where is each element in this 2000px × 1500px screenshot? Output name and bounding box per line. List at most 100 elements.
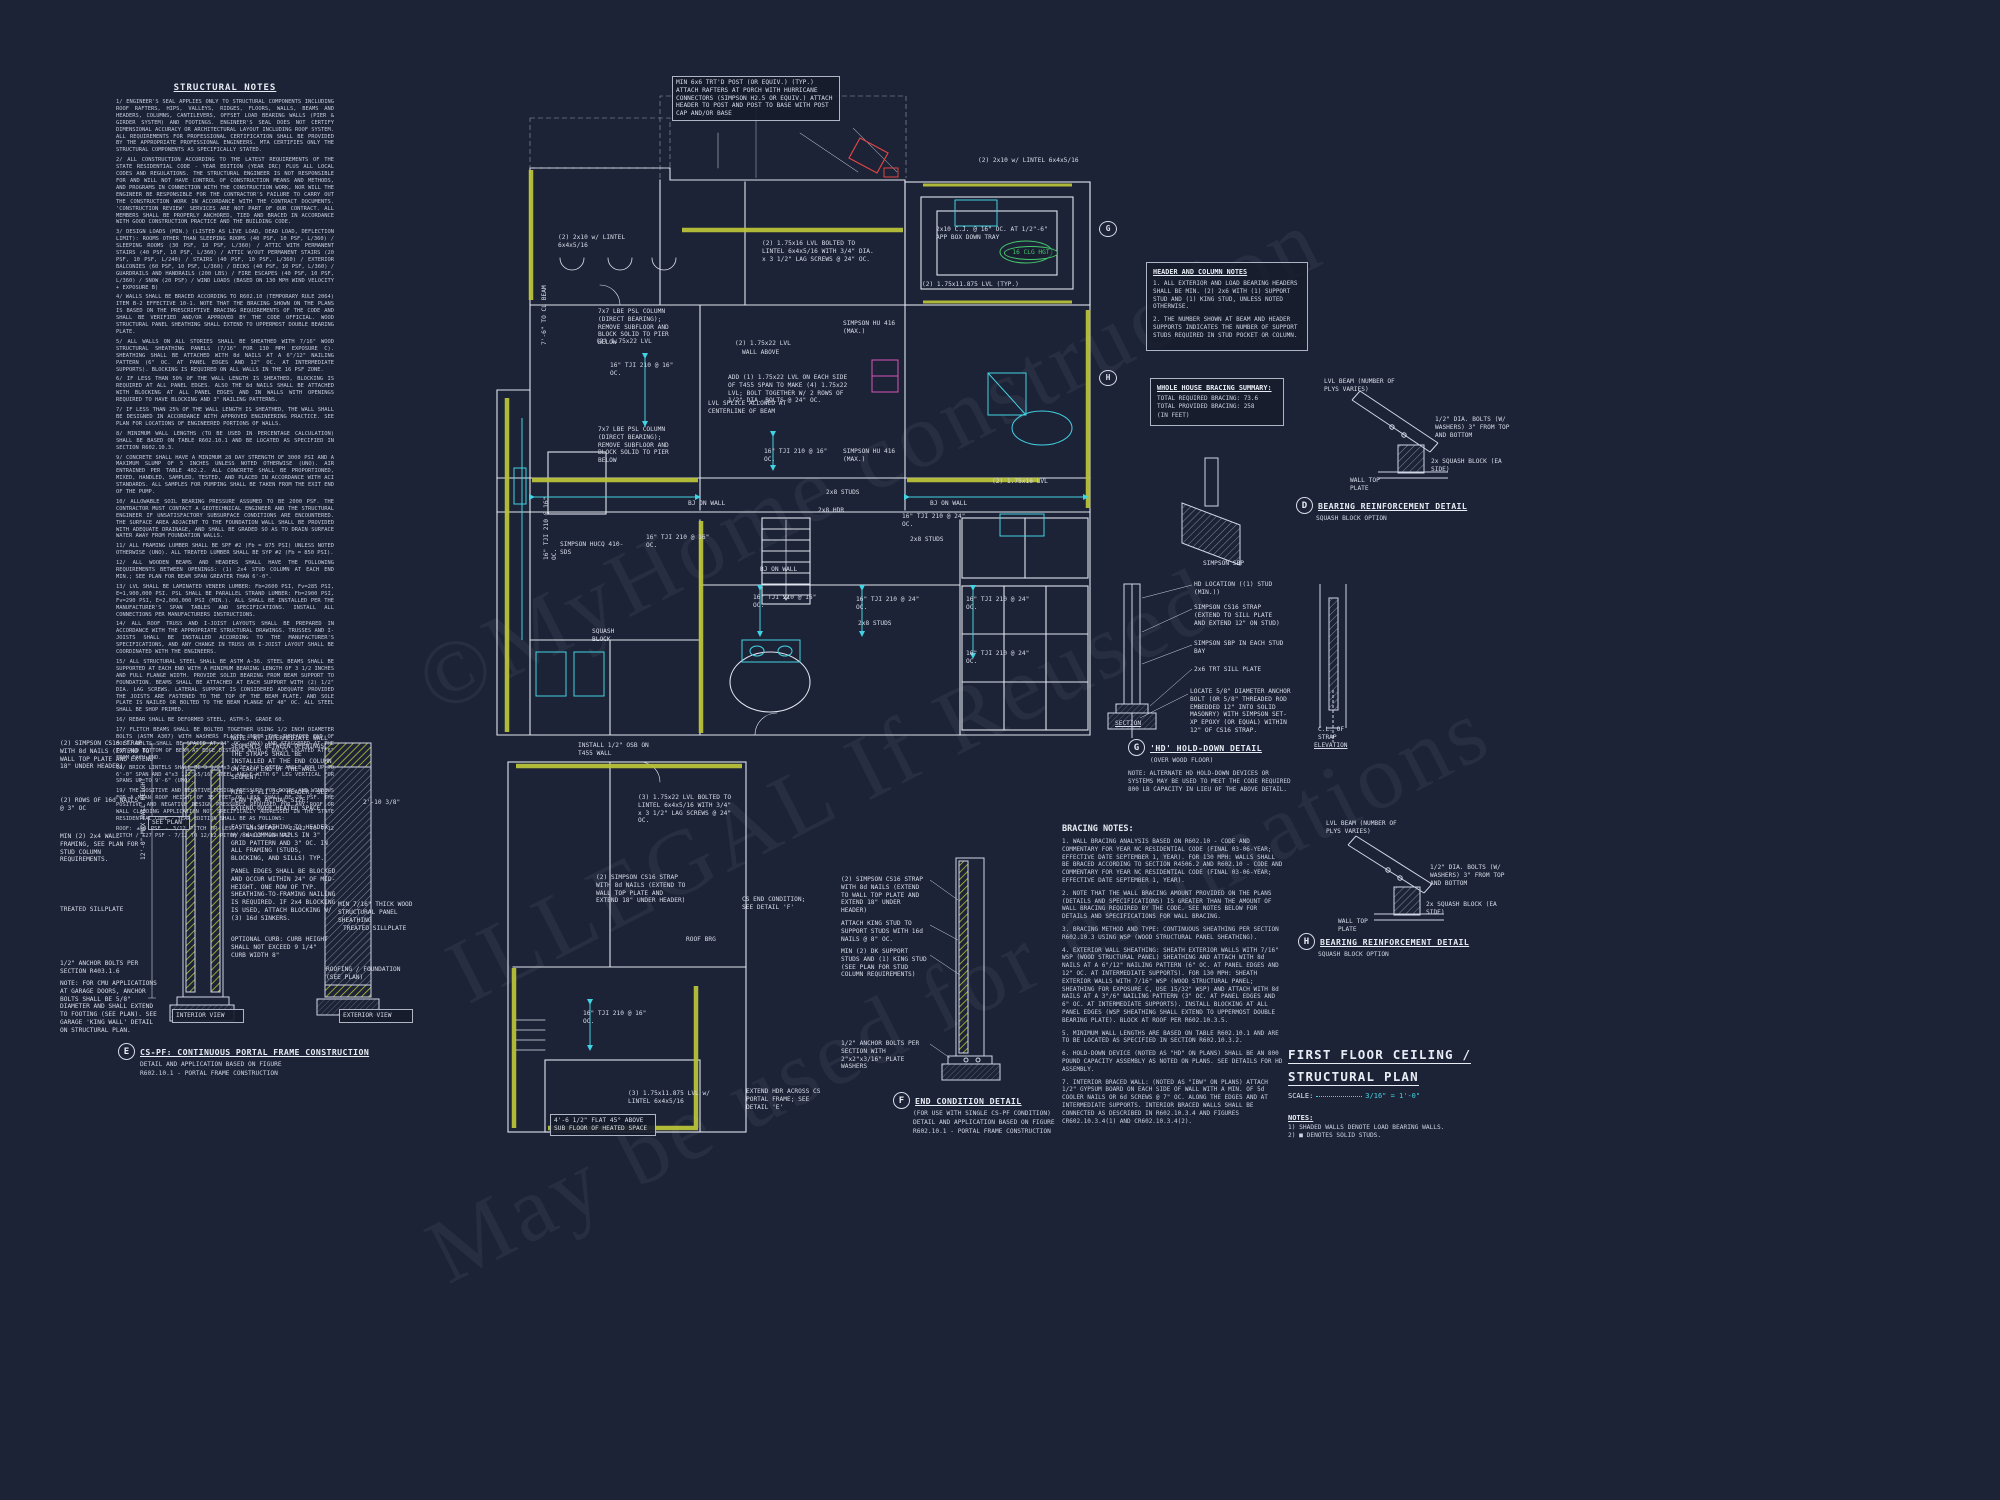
detail-g-subtitle: (OVER WOOD FLOOR)	[1150, 757, 1214, 764]
structural-note-paragraph: 7/ IF LESS THAN 25% OF THE WALL LENGTH I…	[116, 407, 334, 427]
plan-annotation: FASTEN SHEATHING TO HEADER W/ 8d COMMON …	[231, 824, 328, 862]
detail-d-sketch	[1181, 390, 1448, 566]
detail-d-head: D BEARING REINFORCEMENT DETAIL	[1296, 497, 1467, 514]
plan-annotation: MIN (2) DK SUPPORT STUDS AND (1) KING ST…	[841, 948, 927, 979]
detail-h-head: H BEARING REINFORCEMENT DETAIL	[1298, 933, 1469, 950]
detail-g-title: 'HD' HOLD-DOWN DETAIL	[1150, 742, 1262, 753]
detail-h-title: BEARING REINFORCEMENT DETAIL	[1320, 936, 1470, 947]
bracing-summary-title: WHOLE HOUSE BRACING SUMMARY:	[1157, 384, 1272, 392]
plan-annotation: 16" TJI 210 @ 16" OC.	[610, 362, 674, 377]
structural-note-paragraph: 2/ ALL CONSTRUCTION ACCORDING TO THE LAT…	[116, 157, 334, 226]
scale-line: SCALE: 3/16" = 1'-0"	[1288, 1092, 1478, 1100]
bracing-note: 6. HOLD-DOWN DEVICE (NOTED AS "HD" ON PL…	[1062, 1050, 1283, 1073]
plan-annotation: 16" TJI 210 @ 24" OC.	[966, 596, 1030, 611]
plan-annotation: 2x8 STUDS	[826, 489, 860, 496]
plan-annotation: (2) 2x10 w/ LINTEL 6x4x5/16	[558, 234, 626, 249]
detail-f-line3: DETAIL AND APPLICATION BASED ON FIGURE	[913, 1119, 1055, 1126]
detail-d-subtitle: SQUASH BLOCK OPTION	[1316, 515, 1387, 522]
plan-annotation: (2) 1.75x22 LVL	[596, 338, 652, 345]
plan-annotation: SQUASH BLOCK	[592, 628, 615, 643]
plan-annotation: 2'-10 3/8"	[363, 799, 401, 806]
plan-annotation: TREATED SILLPLATE	[60, 906, 124, 913]
structural-note-paragraph: 4/ WALLS SHALL BE BRACED ACCORDING TO R6…	[116, 294, 334, 335]
bracing-summary-line: TOTAL PROVIDED BRACING: 258	[1157, 403, 1255, 411]
plan-annotation: 16" TJI 210 @ 24" OC.	[966, 650, 1030, 665]
plan-annotation: PANEL EDGES SHALL BE BLOCKED AND OCCUR W…	[231, 868, 336, 922]
plan-annotation: 4'-6 1/2" FLAT 45° ABOVE SUB FLOOR OF HE…	[550, 1114, 656, 1136]
plan-annotation: 2x6 TRT SILL PLATE	[1194, 666, 1262, 673]
plan-annotation: 16" TJI 210 @ 16" OC.	[583, 1010, 647, 1025]
plan-annotation: BJ ON WALL	[930, 500, 968, 507]
detail-e-line3: R602.10.1 - PORTAL FRAME CONSTRUCTION	[140, 1070, 278, 1077]
plan-annotation: ROOF BRG	[686, 936, 716, 943]
plan-annotation: (2) ROWS OF 16d NAILS @ 3" OC	[60, 797, 139, 812]
plan-annotation: SEE PLAN	[148, 816, 190, 830]
plan-annotation: NOTE: FOR CMU APPLICATIONS AT GARAGE DOO…	[60, 980, 157, 1034]
structural-note-paragraph: 5/ ALL WALLS ON ALL STORIES SHALL BE SHE…	[116, 338, 334, 373]
scale-value: 3/16" = 1'-0"	[1365, 1092, 1421, 1100]
plan-annotation: G	[1099, 221, 1117, 237]
plan-annotation: MIN. 3'x11.25" HEADER; SEE PLAN FOR ACTU…	[231, 789, 328, 812]
header-column-notes: HEADER AND COLUMN NOTES 1. ALL EXTERIOR …	[1146, 262, 1308, 351]
plan-annotation: (2) 1.75x16 LVL BOLTED TO LINTEL 6x4x5/1…	[762, 240, 874, 263]
plan-annotation: WALL ABOVE	[742, 349, 780, 356]
plan-annotation: (2) SIMPSON CS16 STRAP WITH 8d NAILS (EX…	[841, 876, 923, 914]
bracing-summary-line: (IN FEET)	[1157, 411, 1190, 419]
structural-note-paragraph: 11/ ALL FRAMING LUMBER SHALL BE SPF #2 (…	[116, 543, 334, 557]
plan-annotation: 7'-6" TO CL BEAM	[541, 285, 548, 345]
plan-walls	[496, 132, 1091, 1133]
structural-note-paragraph: 3/ DESIGN LOADS (MIN.) (LISTED AS LIVE L…	[116, 229, 334, 291]
plan-annotation: 2x SQUASH BLOCK (EA SIDE)	[1426, 901, 1497, 916]
plan-annotation: 2x8 HDR	[818, 507, 845, 514]
plan-annotation: 2x8 STUDS	[910, 536, 944, 543]
detail-f-head: F END CONDITION DETAIL	[893, 1092, 1022, 1109]
detail-h-letter: H	[1298, 933, 1315, 950]
structural-note-paragraph: 13/ LVL SHALL BE LAMINATED VENEER LUMBER…	[116, 583, 334, 618]
plan-annotation: BJ ON WALL	[688, 500, 726, 507]
bracing-summary-line: TOTAL REQUIRED BRACING: 73.6	[1157, 395, 1259, 402]
detail-f-letter: F	[893, 1092, 910, 1109]
structural-note-paragraph: 12/ ALL WOODEN BEAMS AND HEADERS SHALL H…	[116, 560, 334, 580]
plan-annotation: 16" TJI 210 @ 16" OC.	[646, 534, 710, 549]
plan-annotation: 2x SQUASH BLOCK (EA SIDE)	[1431, 458, 1502, 473]
plan-annotation: INSTALL 1/2" OSB ON T455 WALL	[578, 742, 649, 757]
detail-f-title: END CONDITION DETAIL	[915, 1095, 1022, 1106]
structural-note-paragraph: 14/ ALL ROOF TRUSS AND I-JOIST LAYOUTS S…	[116, 621, 334, 656]
header-column-note: 2. THE NUMBER SHOWN AT BEAM AND HEADER S…	[1153, 316, 1298, 339]
plan-annotation: EXTEND HDR ACROSS CS PORTAL FRAME; SEE D…	[746, 1088, 821, 1111]
structural-note-paragraph: ROOF: ±54 PSF - 3/12 PITCH OR LESS / ±34…	[116, 825, 334, 839]
plan-annotation: 16" TJI 210 @ 16" OC.	[764, 448, 828, 463]
load-bearing-walls	[504, 170, 1091, 1131]
plan-annotation: (2) SIMPSON CS16 STRAP WITH 8d NAILS (EX…	[60, 740, 154, 771]
plan-annotation: MIN 6x6 TRT'D POST (OR EQUIV.) (TYP.) AT…	[672, 76, 840, 121]
plan-annotation: C.L. OF STRAP	[1318, 726, 1345, 741]
plan-annotation: LVL BEAM (NUMBER OF PLYS VARIES)	[1326, 820, 1397, 835]
title-block-note: 2) ■ DENOTES SOLID STUDS.	[1288, 1132, 1382, 1140]
plan-annotation: LVL SPLICE ALLOWED AT CENTERLINE OF BEAM	[708, 400, 787, 415]
detail-e-head: E CS-PF: CONTINUOUS PORTAL FRAME CONSTRU…	[118, 1043, 369, 1060]
plan-annotation: H	[1099, 370, 1117, 386]
detail-h-subtitle: SQUASH BLOCK OPTION	[1318, 951, 1389, 958]
structural-note-paragraph: 1/ ENGINEER'S SEAL APPLIES ONLY TO STRUC…	[116, 99, 334, 154]
plan-annotation: INTERIOR VIEW	[172, 1009, 244, 1023]
detail-g-sketch	[1107, 583, 1347, 742]
plan-annotation: LOCATE 5/8" DIAMETER ANCHOR BOLT (OR 5/8…	[1190, 688, 1291, 734]
title-block-note: 1) SHADED WALLS DENOTE LOAD BEARING WALL…	[1288, 1124, 1445, 1131]
scale-label: SCALE:	[1288, 1092, 1314, 1100]
bracing-note: 4. EXTERIOR WALL SHEATHING: SHEATH EXTER…	[1062, 946, 1279, 1024]
plan-annotation: 1/2" DIA. BOLTS (W/ WASHERS) 3" FROM TOP…	[1430, 864, 1505, 887]
plan-annotation: OPTIONAL CURB: CURB HEIGHT SHALL NOT EXC…	[231, 936, 328, 959]
plan-annotation: SIMPSON HU 416 (MAX.)	[843, 448, 896, 463]
structural-note-paragraph: 16/ REBAR SHALL BE DEFORMED STEEL, ASTM-…	[116, 717, 285, 724]
fixtures-cyan	[513, 199, 1089, 1051]
sheet-title-line2: STRUCTURAL PLAN	[1288, 1069, 1419, 1086]
header-column-note: 1. ALL EXTERIOR AND LOAD BEARING HEADERS…	[1153, 280, 1298, 311]
plan-annotation: 16" TJI 210 @ 16" OC.	[543, 496, 558, 560]
plan-annotation: TREATED SILLPLATE	[343, 925, 407, 932]
structural-note-paragraph: 6/ IF LESS THAN 50% OF THE WALL LENGTH I…	[116, 376, 334, 404]
plan-annotation: 1/2" ANCHOR BOLTS PER SECTION R403.1.6	[60, 960, 139, 975]
plan-annotation: BJ ON WALL	[760, 566, 798, 573]
title-block: FIRST FLOOR CEILING / STRUCTURAL PLAN SC…	[1288, 1044, 1478, 1141]
detail-d-letter: D	[1296, 497, 1313, 514]
